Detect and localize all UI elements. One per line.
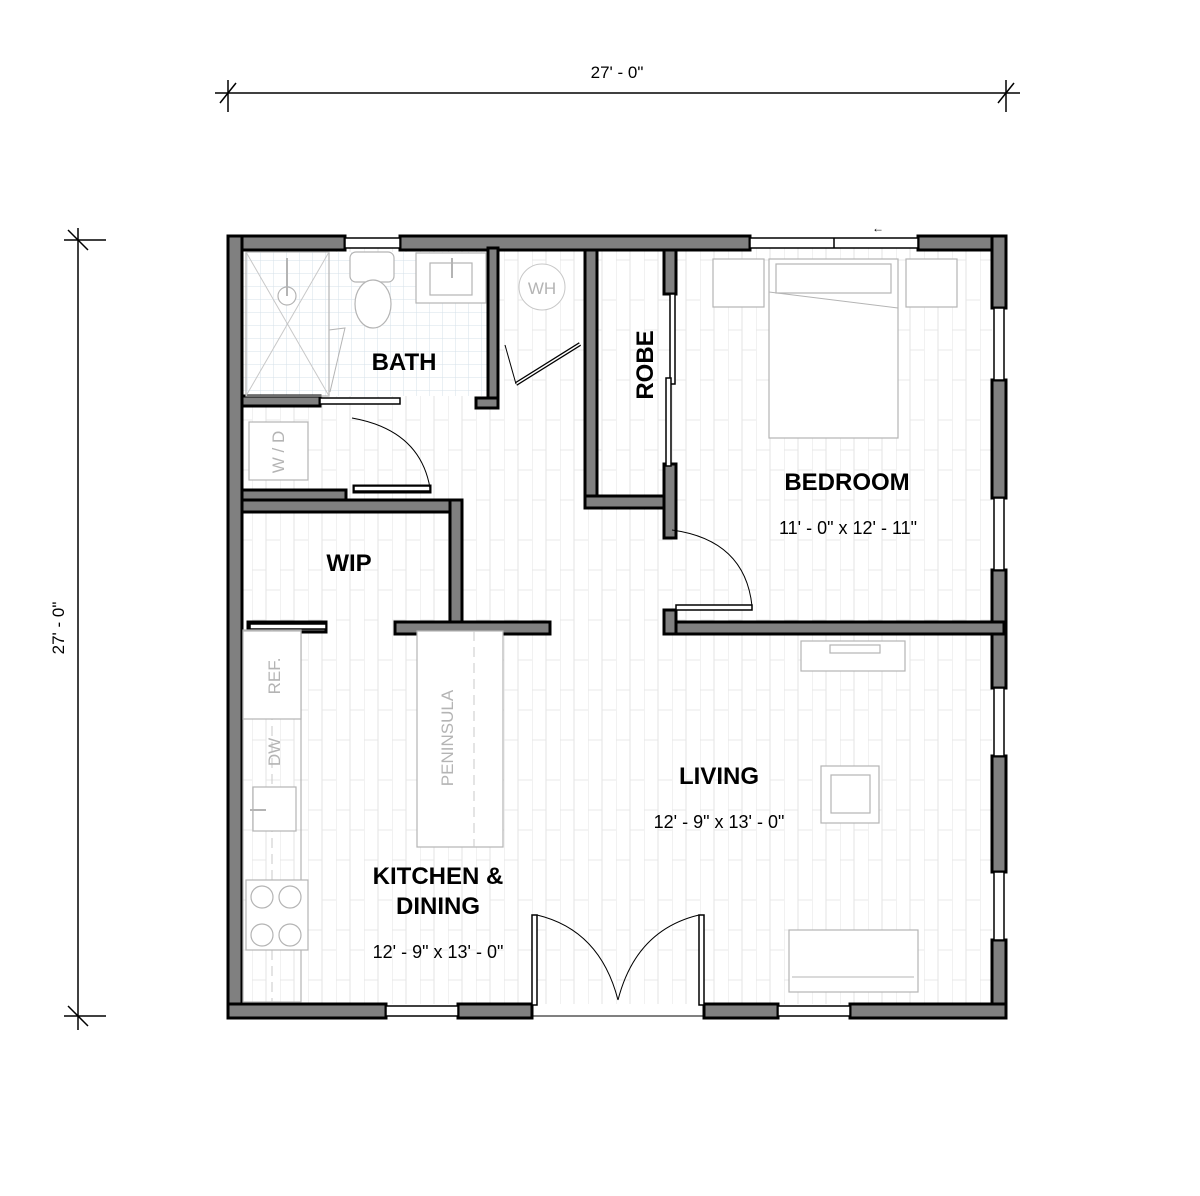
svg-text:WH: WH: [528, 279, 556, 298]
dishwasher: DW: [265, 738, 284, 766]
front-double-door[interactable]: [531, 914, 705, 1017]
washer-dryer: W / D: [248, 421, 309, 481]
toilet: [349, 251, 395, 329]
room-label-robe: ROBE: [632, 330, 659, 399]
tv-console: [800, 640, 906, 672]
peninsula: PENINSULA: [416, 630, 504, 848]
arrow-icon: ←: [872, 221, 884, 235]
robe-sliding-doors[interactable]: [665, 293, 676, 467]
top-dimension: 27' - 0": [215, 63, 1020, 112]
room-label-kitchen: KITCHEN &: [373, 863, 504, 890]
living-size: 12' - 9" x 13' - 0": [654, 812, 785, 832]
windows: ←: [344, 221, 1005, 1017]
coffee-table: [820, 765, 880, 824]
svg-text:DW: DW: [265, 738, 284, 766]
svg-text:W / D: W / D: [269, 431, 288, 474]
left-dimension: 27' - 0": [49, 228, 106, 1030]
room-label-wip: WIP: [326, 550, 371, 577]
kitchen-pocket-door[interactable]: [249, 623, 327, 630]
cooktop: [245, 879, 309, 951]
laundry-door[interactable]: [351, 417, 431, 492]
refrigerator: REF.: [242, 630, 302, 720]
bedroom-door[interactable]: [671, 529, 753, 611]
kitchen-size: 12' - 9" x 13' - 0": [373, 942, 504, 962]
svg-text:REF.: REF.: [265, 658, 284, 695]
svg-text:PENINSULA: PENINSULA: [438, 689, 457, 786]
bath-pocket-door[interactable]: [319, 397, 401, 405]
bed: [712, 258, 958, 439]
sofa: [788, 929, 919, 993]
kitchen-sink: [250, 786, 297, 832]
bath-sink: [415, 252, 487, 304]
bedroom-size: 11' - 0" x 12' - 11": [779, 518, 917, 538]
room-label-dining: DINING: [396, 893, 480, 920]
shower: [245, 251, 346, 397]
left-dimension-label: 27' - 0": [49, 602, 68, 655]
wh-closet-door[interactable]: [504, 342, 582, 386]
room-label-living: LIVING: [679, 763, 759, 790]
room-label-bedroom: BEDROOM: [784, 469, 909, 496]
room-label-bath: BATH: [372, 349, 437, 376]
water-heater: WH: [518, 263, 566, 311]
top-dimension-label: 27' - 0": [591, 63, 644, 82]
